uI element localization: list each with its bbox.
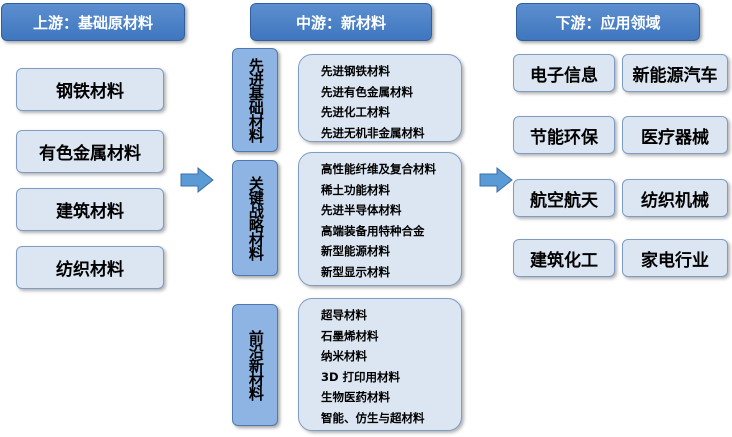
list-item: 新型显示材料 <box>321 264 390 279</box>
list-item: 3D 打印用材料 <box>321 369 401 384</box>
list-item: 生物医药材料 <box>321 390 390 405</box>
downstream-item-appliances: 家电行业 <box>622 239 728 277</box>
arrow-right-icon <box>180 167 214 193</box>
list-item: 智能、仿生与超材料 <box>321 410 425 425</box>
downstream-item-aerospace: 航空航天 <box>513 179 615 217</box>
category-advanced-basic: 先进基础材料 <box>232 48 278 152</box>
downstream-item-environmental: 节能环保 <box>513 116 615 154</box>
list-item: 纳米材料 <box>321 349 367 364</box>
category-label: 先进基础材料 <box>246 58 265 142</box>
upstream-item-textile: 纺织材料 <box>16 246 164 289</box>
upstream-item-steel: 钢铁材料 <box>16 68 164 111</box>
category-label: 关键战略材料 <box>246 176 265 260</box>
list-item: 高性能纤维及复合材料 <box>321 162 436 176</box>
list-key-strategic: 高性能纤维及复合材料 稀土功能材料 先进半导体材料 高端装备用特种合金 新型能源… <box>298 152 462 286</box>
list-item: 新型能源材料 <box>321 244 390 259</box>
category-label: 前沿新材料 <box>246 330 265 400</box>
category-frontier: 前沿新材料 <box>232 304 278 426</box>
list-item: 高端装备用特种合金 <box>321 223 425 238</box>
downstream-item-textile-machinery: 纺织机械 <box>622 179 728 217</box>
list-item: 先进钢铁材料 <box>321 64 390 78</box>
downstream-item-electronics: 电子信息 <box>513 54 615 92</box>
downstream-item-construction-chemical: 建筑化工 <box>513 239 615 277</box>
midstream-header: 中游：新材料 <box>250 3 432 41</box>
list-item: 先进无机非金属材料 <box>321 125 425 140</box>
list-item: 石墨烯材料 <box>321 328 379 343</box>
arrow-right-icon <box>479 167 513 193</box>
list-item: 先进有色金属材料 <box>321 84 413 99</box>
list-item: 先进化工材料 <box>321 105 390 120</box>
list-frontier: 超导材料 石墨烯材料 纳米材料 3D 打印用材料 生物医药材料 智能、仿生与超材… <box>298 298 462 431</box>
list-advanced-basic: 先进钢铁材料 先进有色金属材料 先进化工材料 先进无机非金属材料 <box>298 54 462 142</box>
upstream-item-nonferrous: 有色金属材料 <box>16 130 164 173</box>
list-item: 稀土功能材料 <box>321 182 390 197</box>
list-item: 先进半导体材料 <box>321 203 402 218</box>
category-key-strategic: 关键战略材料 <box>232 160 278 276</box>
upstream-header: 上游：基础原材料 <box>1 3 185 41</box>
list-item: 超导材料 <box>321 308 367 322</box>
upstream-item-building: 建筑材料 <box>16 188 164 231</box>
downstream-item-nev: 新能源汽车 <box>622 54 728 92</box>
downstream-item-medical: 医疗器械 <box>622 116 728 154</box>
downstream-header: 下游：应用领域 <box>516 3 700 41</box>
